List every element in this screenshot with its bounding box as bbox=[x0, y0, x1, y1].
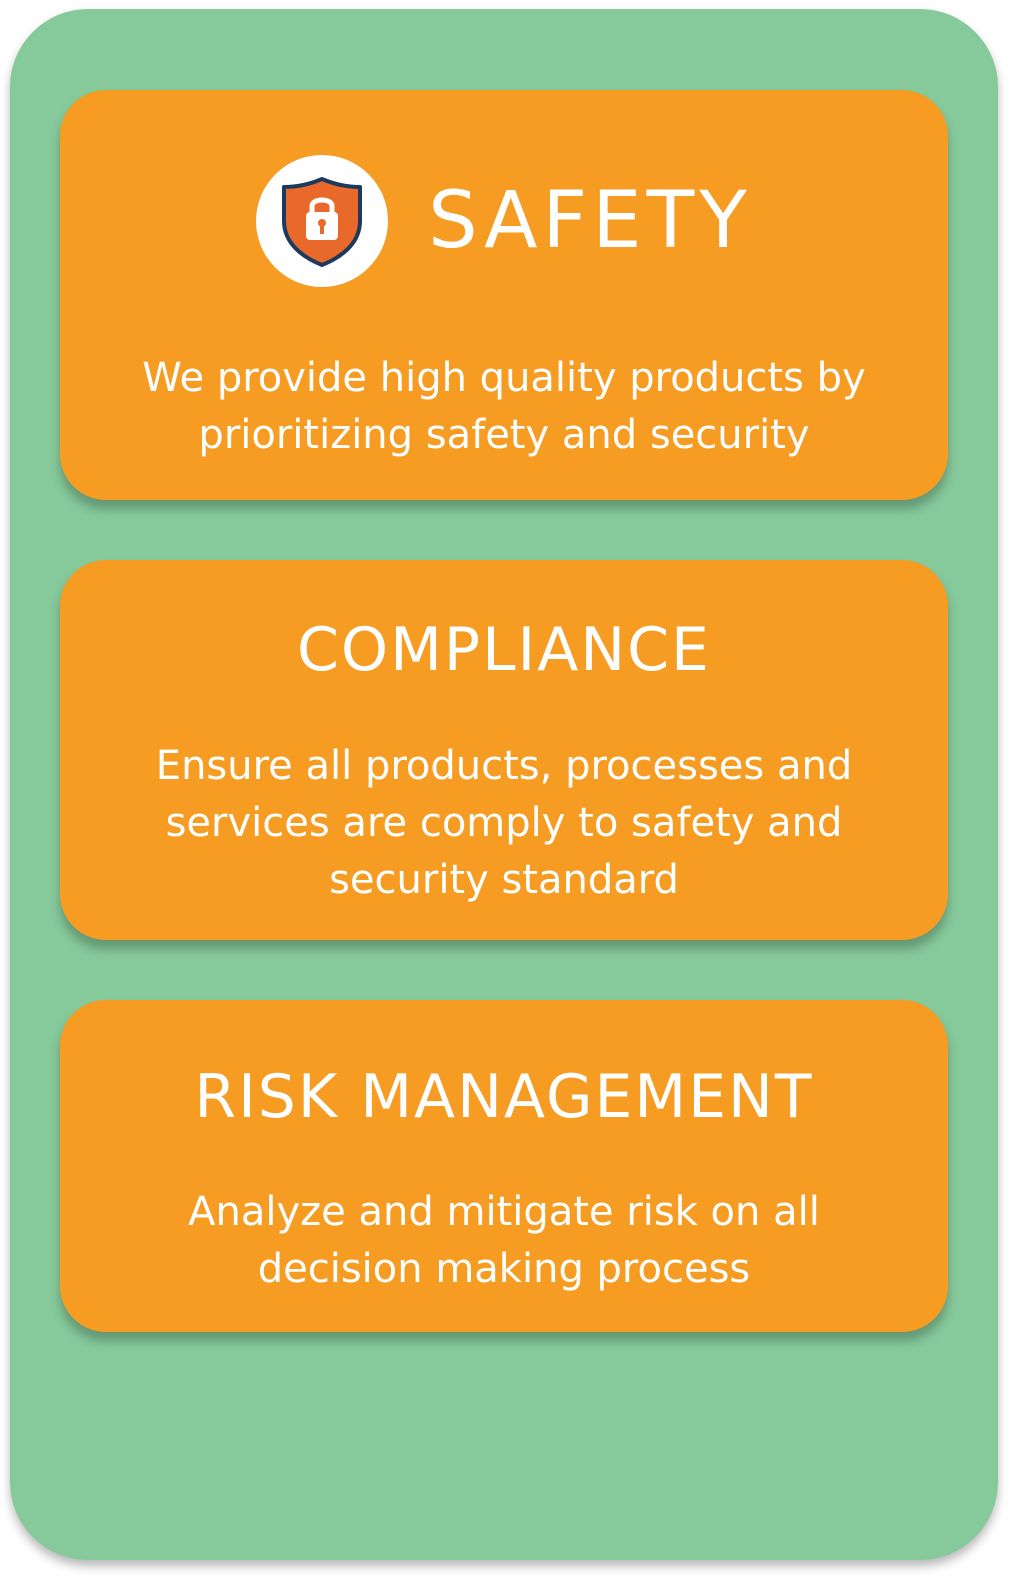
risk-management-description: Analyze and mitigate risk on all decisio… bbox=[100, 1184, 908, 1298]
safety-card: SAFETY We provide high quality products … bbox=[60, 90, 948, 500]
description-line: services are comply to safety and bbox=[165, 800, 843, 846]
safety-description: We provide high quality products by prio… bbox=[100, 350, 908, 464]
description-line: security standard bbox=[329, 857, 679, 903]
description-line: Ensure all products, processes and bbox=[155, 743, 853, 789]
description-line: Analyze and mitigate risk on all bbox=[188, 1189, 820, 1235]
compliance-description: Ensure all products, processes and servi… bbox=[100, 738, 908, 909]
safety-title: SAFETY bbox=[428, 176, 752, 266]
description-line: decision making process bbox=[257, 1246, 751, 1292]
compliance-card: COMPLIANCE Ensure all products, processe… bbox=[60, 560, 948, 940]
compliance-title: COMPLIANCE bbox=[297, 615, 711, 685]
description-line: We provide high quality products by bbox=[142, 355, 866, 401]
safety-heading: SAFETY bbox=[60, 155, 948, 287]
compliance-heading: COMPLIANCE bbox=[60, 615, 948, 685]
shield-lock-icon bbox=[256, 155, 389, 287]
risk-management-heading: RISK MANAGEMENT bbox=[60, 1062, 948, 1132]
risk-management-title: RISK MANAGEMENT bbox=[194, 1062, 814, 1132]
risk-management-card: RISK MANAGEMENT Analyze and mitigate ris… bbox=[60, 1000, 948, 1332]
description-line: prioritizing safety and security bbox=[198, 412, 810, 458]
